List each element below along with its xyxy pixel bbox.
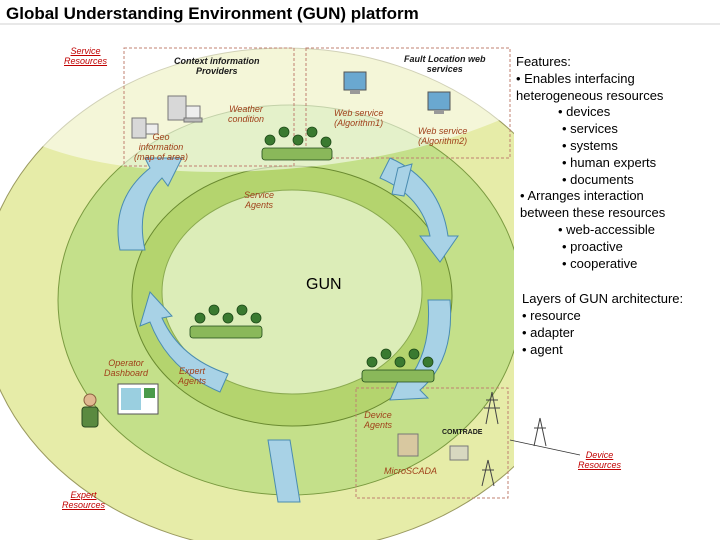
computer-icon <box>427 91 451 114</box>
feature-item: • systems <box>562 137 618 153</box>
gun-core <box>161 189 423 395</box>
arrow-bar-1 <box>267 439 301 503</box>
web-service-1-label: Web service(Algorithm1) <box>334 108 384 128</box>
device-connector <box>509 439 581 456</box>
feature-item: • services <box>562 121 618 137</box>
agent-cluster-icon <box>189 304 263 339</box>
feature-item: • Arranges interaction <box>520 188 644 204</box>
dashboard-screen-icon <box>117 383 159 415</box>
feature-item: • Enables interfacing <box>516 70 635 86</box>
tower-icon <box>481 391 547 487</box>
web-services-box <box>305 47 511 159</box>
layer-item: • agent <box>522 342 563 357</box>
computer-icon <box>343 71 367 94</box>
feature-item: • proactive <box>562 238 623 254</box>
feature-item: • cooperative <box>562 255 638 271</box>
comtrade-icon <box>449 445 469 461</box>
arrow-bar-2 <box>391 163 413 197</box>
layer-item: • resource <box>522 308 581 323</box>
context-providers-box <box>123 47 295 167</box>
comtrade-label: COMTRADE <box>442 429 483 436</box>
web-service-2-label: Web service(Algorithm2) <box>418 126 468 146</box>
agent-cluster-icon <box>361 348 435 383</box>
page-title: Global Understanding Environment (GUN) p… <box>6 4 419 23</box>
computer-icon <box>167 95 203 123</box>
feature-item: • web-accessible <box>558 221 656 237</box>
feature-item: between these resources <box>520 205 666 221</box>
document-icon <box>397 433 419 457</box>
features-list: Features: • Enables interfacing heteroge… <box>516 54 716 272</box>
layer-item: • adapter <box>522 325 575 340</box>
gun-label: GUN <box>306 276 342 293</box>
feature-item: • human experts <box>562 154 657 170</box>
feature-item: • devices <box>558 104 611 120</box>
features-heading: Features: <box>516 54 571 69</box>
feature-item: • documents <box>562 171 634 187</box>
microscada-label: MicroSCADA <box>384 466 438 476</box>
resource-zone <box>8 40 500 172</box>
device-resources-box <box>355 387 509 499</box>
person-icon <box>81 393 99 428</box>
layers-list: Layers of GUN architecture: • resource •… <box>522 290 718 358</box>
agent-cluster-icon <box>261 126 333 161</box>
computer-icon <box>131 117 159 139</box>
feature-item: heterogeneous resources <box>516 87 664 103</box>
layers-heading: Layers of GUN architecture: <box>522 291 684 306</box>
